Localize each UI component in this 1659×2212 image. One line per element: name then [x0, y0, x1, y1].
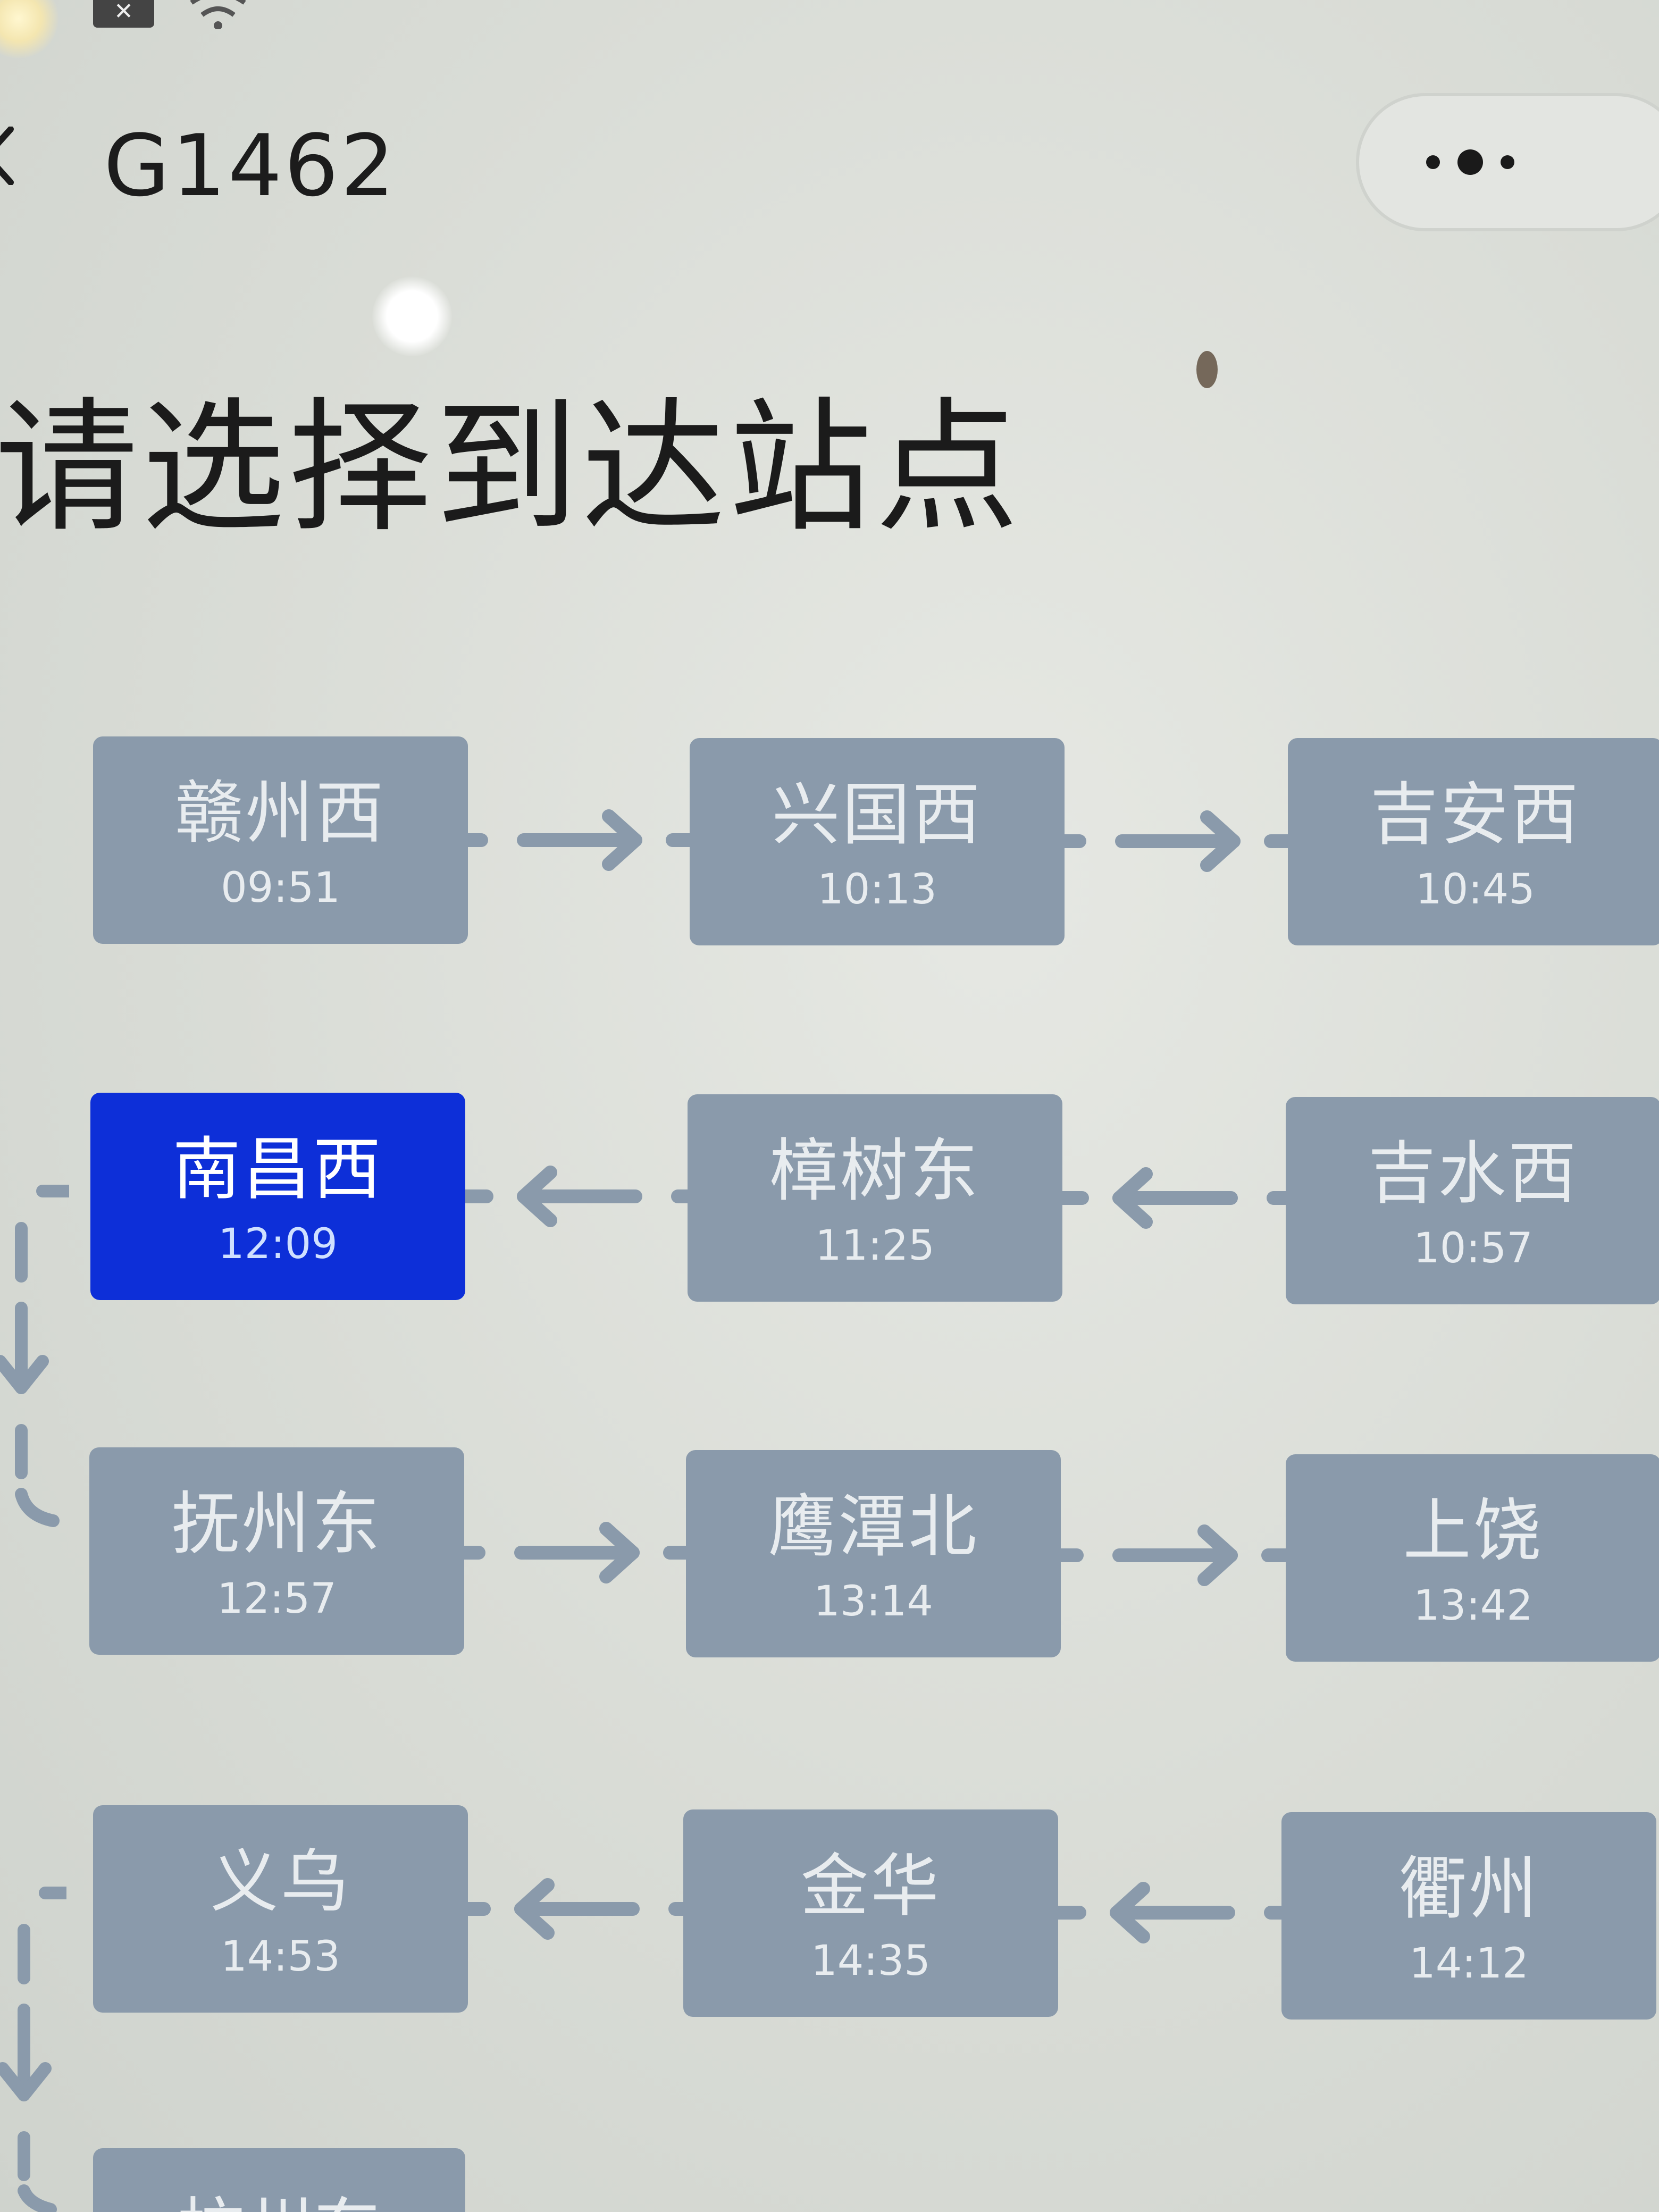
arrow-left-icon	[463, 1878, 691, 1940]
station-nanchang-west[interactable]: 南昌西 12:09	[90, 1093, 465, 1300]
arrow-right-icon	[463, 1522, 691, 1583]
station-time: 14:35	[811, 1937, 931, 1985]
station-time: 10:45	[1415, 866, 1535, 914]
screen-glare	[372, 276, 452, 356]
station-time: 13:42	[1413, 1582, 1533, 1630]
station-name: 吉水西	[1368, 1134, 1579, 1213]
station-name: 樟树东	[769, 1132, 981, 1211]
station-name: 鹰潭北	[768, 1487, 979, 1566]
station-time: 10:13	[817, 866, 937, 914]
arrow-right-icon	[465, 809, 694, 871]
station-shangrao[interactable]: 上饶 13:42	[1286, 1454, 1659, 1662]
arrow-down-icon	[0, 1887, 66, 2212]
station-name: 抚州东	[171, 1485, 382, 1564]
station-jinhua[interactable]: 金华 14:35	[683, 1809, 1058, 2017]
wifi-icon	[190, 0, 246, 29]
station-time: 14:53	[221, 1933, 340, 1981]
sim-status-icon: ✕	[93, 0, 154, 28]
station-name: 南昌西	[172, 1130, 383, 1209]
station-ganzhou-west[interactable]: 赣州西 09:51	[93, 736, 468, 944]
arrow-down-icon	[0, 1185, 69, 1527]
station-time: 11:25	[815, 1222, 935, 1270]
station-xingguo-west[interactable]: 兴国西 10:13	[690, 738, 1065, 945]
arrow-left-icon	[465, 1166, 694, 1227]
station-time: 14:12	[1409, 1940, 1529, 1988]
more-icon[interactable]	[1417, 146, 1523, 178]
station-time: 13:14	[814, 1578, 933, 1626]
station-yingtan-north[interactable]: 鹰潭北 13:14	[686, 1450, 1061, 1657]
station-time: 10:57	[1413, 1225, 1533, 1272]
station-time: 09:51	[221, 864, 340, 912]
station-jian-west[interactable]: 吉安西 10:45	[1288, 738, 1659, 945]
station-name: 衢州	[1398, 1849, 1539, 1929]
status-bar: ✕	[0, 0, 1659, 58]
station-time: 12:57	[217, 1575, 337, 1623]
arrow-left-icon	[1058, 1882, 1287, 1943]
arrow-right-icon	[1063, 810, 1292, 872]
station-time: 12:09	[218, 1220, 338, 1268]
station-name: 金华	[800, 1847, 941, 1926]
select-station-heading: 请选择到达站点	[0, 384, 1022, 551]
page-title: G1462	[104, 116, 397, 215]
station-name: 兴国西	[772, 775, 983, 854]
station-name: 义乌	[210, 1842, 351, 1922]
station-name: 吉安西	[1370, 775, 1581, 854]
station-jishui-west[interactable]: 吉水西 10:57	[1286, 1097, 1659, 1304]
screen-speck	[1196, 351, 1218, 388]
arrow-left-icon	[1061, 1167, 1289, 1229]
arrow-right-icon	[1061, 1524, 1289, 1586]
station-name: 赣州西	[175, 774, 386, 853]
back-icon[interactable]	[0, 127, 16, 185]
station-yiwu[interactable]: 义乌 14:53	[93, 1805, 468, 2013]
station-fuzhou-east[interactable]: 抚州东 12:57	[89, 1447, 464, 1655]
station-zhangshu-east[interactable]: 樟树东 11:25	[688, 1094, 1062, 1302]
station-quzhou[interactable]: 衢州 14:12	[1281, 1812, 1656, 2020]
station-name: 杭州东	[93, 2191, 465, 2212]
station-name: 上饶	[1403, 1492, 1544, 1571]
station-hangzhou-east[interactable]: 杭州东	[93, 2148, 465, 2212]
